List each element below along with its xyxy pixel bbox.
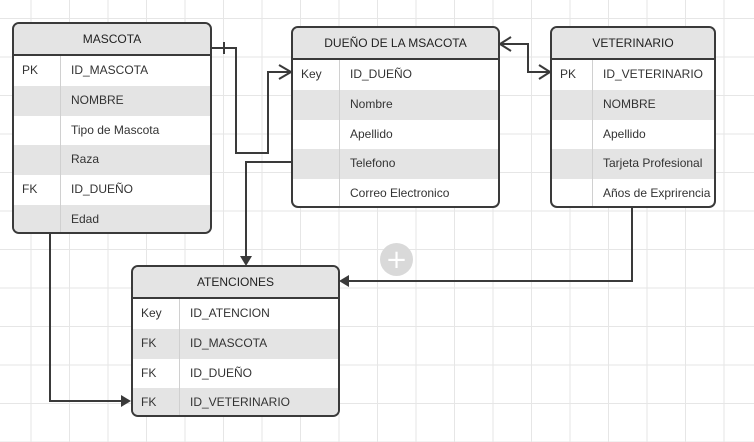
table-row[interactable]: Tarjeta Profesional <box>552 149 714 180</box>
entity-mascota[interactable]: MASCOTA PK ID_MASCOTA NOMBRE Tipo de Mas… <box>12 22 212 234</box>
key-cell: PK <box>560 67 577 81</box>
table-row[interactable]: Apellido <box>552 119 714 150</box>
table-row[interactable]: Key ID_DUEÑO <box>293 60 498 90</box>
field-cell: Telefono <box>339 149 498 180</box>
key-cell: FK <box>22 182 38 197</box>
entity-title: DUEÑO DE LA MSACOTA <box>293 28 498 60</box>
field-cell: Años de Exprirencia <box>592 179 714 206</box>
field-cell: ID_MASCOTA <box>179 328 338 359</box>
key-cell <box>552 149 592 179</box>
table-row[interactable]: PK ID_VETERINARIO <box>552 60 714 90</box>
table-row[interactable]: NOMBRE <box>552 89 714 120</box>
table-row[interactable]: Apellido <box>293 119 498 150</box>
key-cell: Key <box>141 306 162 320</box>
table-row[interactable]: FK ID_DUEÑO <box>14 175 210 205</box>
entity-title: MASCOTA <box>14 24 210 56</box>
entity-title: ATENCIONES <box>133 267 338 299</box>
entity-atenciones[interactable]: ATENCIONES Key ID_ATENCION FK ID_MASCOTA… <box>131 265 340 417</box>
key-cell <box>293 90 339 120</box>
table-row[interactable]: Años de Exprirencia <box>552 179 714 206</box>
field-cell: Correo Electronico <box>339 179 498 206</box>
field-cell: Apellido <box>592 119 714 150</box>
connector-dueno-atenciones[interactable] <box>245 161 291 258</box>
field-cell: ID_DUEÑO <box>339 60 498 90</box>
field-cell: Raza <box>60 145 210 176</box>
table-row[interactable]: FK ID_VETERINARIO <box>133 388 338 415</box>
table-row[interactable]: FK ID_MASCOTA <box>133 328 338 359</box>
key-cell <box>14 205 60 232</box>
key-cell: FK <box>141 365 157 380</box>
table-row[interactable]: Raza <box>14 145 210 176</box>
table-row[interactable]: Nombre <box>293 89 498 120</box>
arrowhead-mascota-atenciones <box>121 395 131 407</box>
key-cell <box>14 86 60 116</box>
field-cell: Edad <box>60 204 210 232</box>
key-cell <box>293 120 339 150</box>
field-cell: ID_VETERINARIO <box>592 60 714 90</box>
add-button[interactable]: + <box>380 243 413 276</box>
key-cell: PK <box>22 63 39 77</box>
field-cell: ID_VETERINARIO <box>179 388 338 415</box>
field-cell: ID_DUEÑO <box>179 358 338 389</box>
field-cell: Tarjeta Profesional <box>592 149 714 180</box>
connector-mascota-dueno[interactable] <box>212 42 292 154</box>
table-row[interactable]: PK ID_MASCOTA <box>14 56 210 86</box>
connector-mascota-atenciones[interactable] <box>49 233 122 402</box>
field-cell: ID_MASCOTA <box>60 56 210 86</box>
table-row[interactable]: Key ID_ATENCION <box>133 299 338 329</box>
table-row[interactable]: Telefono <box>293 149 498 180</box>
field-cell: NOMBRE <box>592 89 714 120</box>
table-row[interactable]: Tipo de Mascota <box>14 115 210 146</box>
field-cell: Apellido <box>339 119 498 150</box>
key-cell <box>293 149 339 179</box>
entity-title: VETERINARIO <box>552 28 714 60</box>
key-cell <box>293 179 339 206</box>
connector-dueno-veterinario[interactable] <box>499 36 551 80</box>
key-cell <box>552 179 592 206</box>
key-cell: FK <box>141 335 157 350</box>
key-cell <box>552 90 592 120</box>
field-cell: ID_ATENCION <box>179 299 338 329</box>
table-row[interactable]: FK ID_DUEÑO <box>133 358 338 389</box>
plus-icon: + <box>385 244 408 275</box>
arrowhead-veterinario-atenciones <box>339 275 349 287</box>
field-cell: ID_DUEÑO <box>60 175 210 205</box>
entity-dueno[interactable]: DUEÑO DE LA MSACOTA Key ID_DUEÑO Nombre … <box>291 26 500 208</box>
key-cell: Key <box>301 67 322 81</box>
key-cell <box>14 116 60 146</box>
field-cell: Tipo de Mascota <box>60 115 210 146</box>
table-row[interactable]: Correo Electronico <box>293 179 498 206</box>
table-row[interactable]: NOMBRE <box>14 85 210 116</box>
key-cell <box>14 145 60 175</box>
key-cell <box>552 120 592 150</box>
entity-veterinario[interactable]: VETERINARIO PK ID_VETERINARIO NOMBRE Ape… <box>550 26 716 208</box>
field-cell: NOMBRE <box>60 85 210 116</box>
table-row[interactable]: Edad <box>14 204 210 232</box>
key-cell: FK <box>141 395 157 410</box>
field-cell: Nombre <box>339 89 498 120</box>
